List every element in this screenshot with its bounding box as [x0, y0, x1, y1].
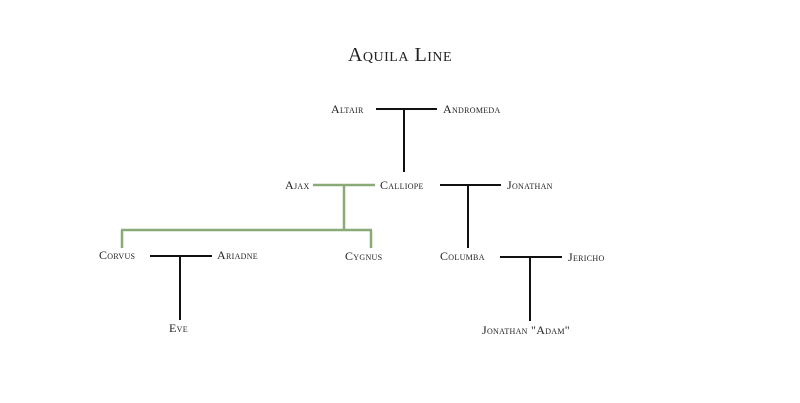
person-ajax: Ajax — [285, 178, 310, 192]
person-jonathan: Jonathan — [507, 178, 553, 192]
person-andromeda: Andromeda — [443, 102, 501, 116]
person-eve: Eve — [169, 321, 188, 335]
person-altair: Altair — [331, 102, 364, 116]
person-calliope: Calliope — [380, 178, 424, 192]
person-jonathan-adam: Jonathan "Adam" — [482, 323, 570, 337]
diagram-title: Aquila Line — [347, 44, 453, 66]
person-corvus: Corvus — [99, 248, 136, 262]
person-ariadne: Ariadne — [217, 248, 258, 262]
person-jericho: Jericho — [568, 250, 605, 264]
person-columba: Columba — [440, 249, 485, 263]
person-cygnus: Cygnus — [345, 249, 383, 263]
